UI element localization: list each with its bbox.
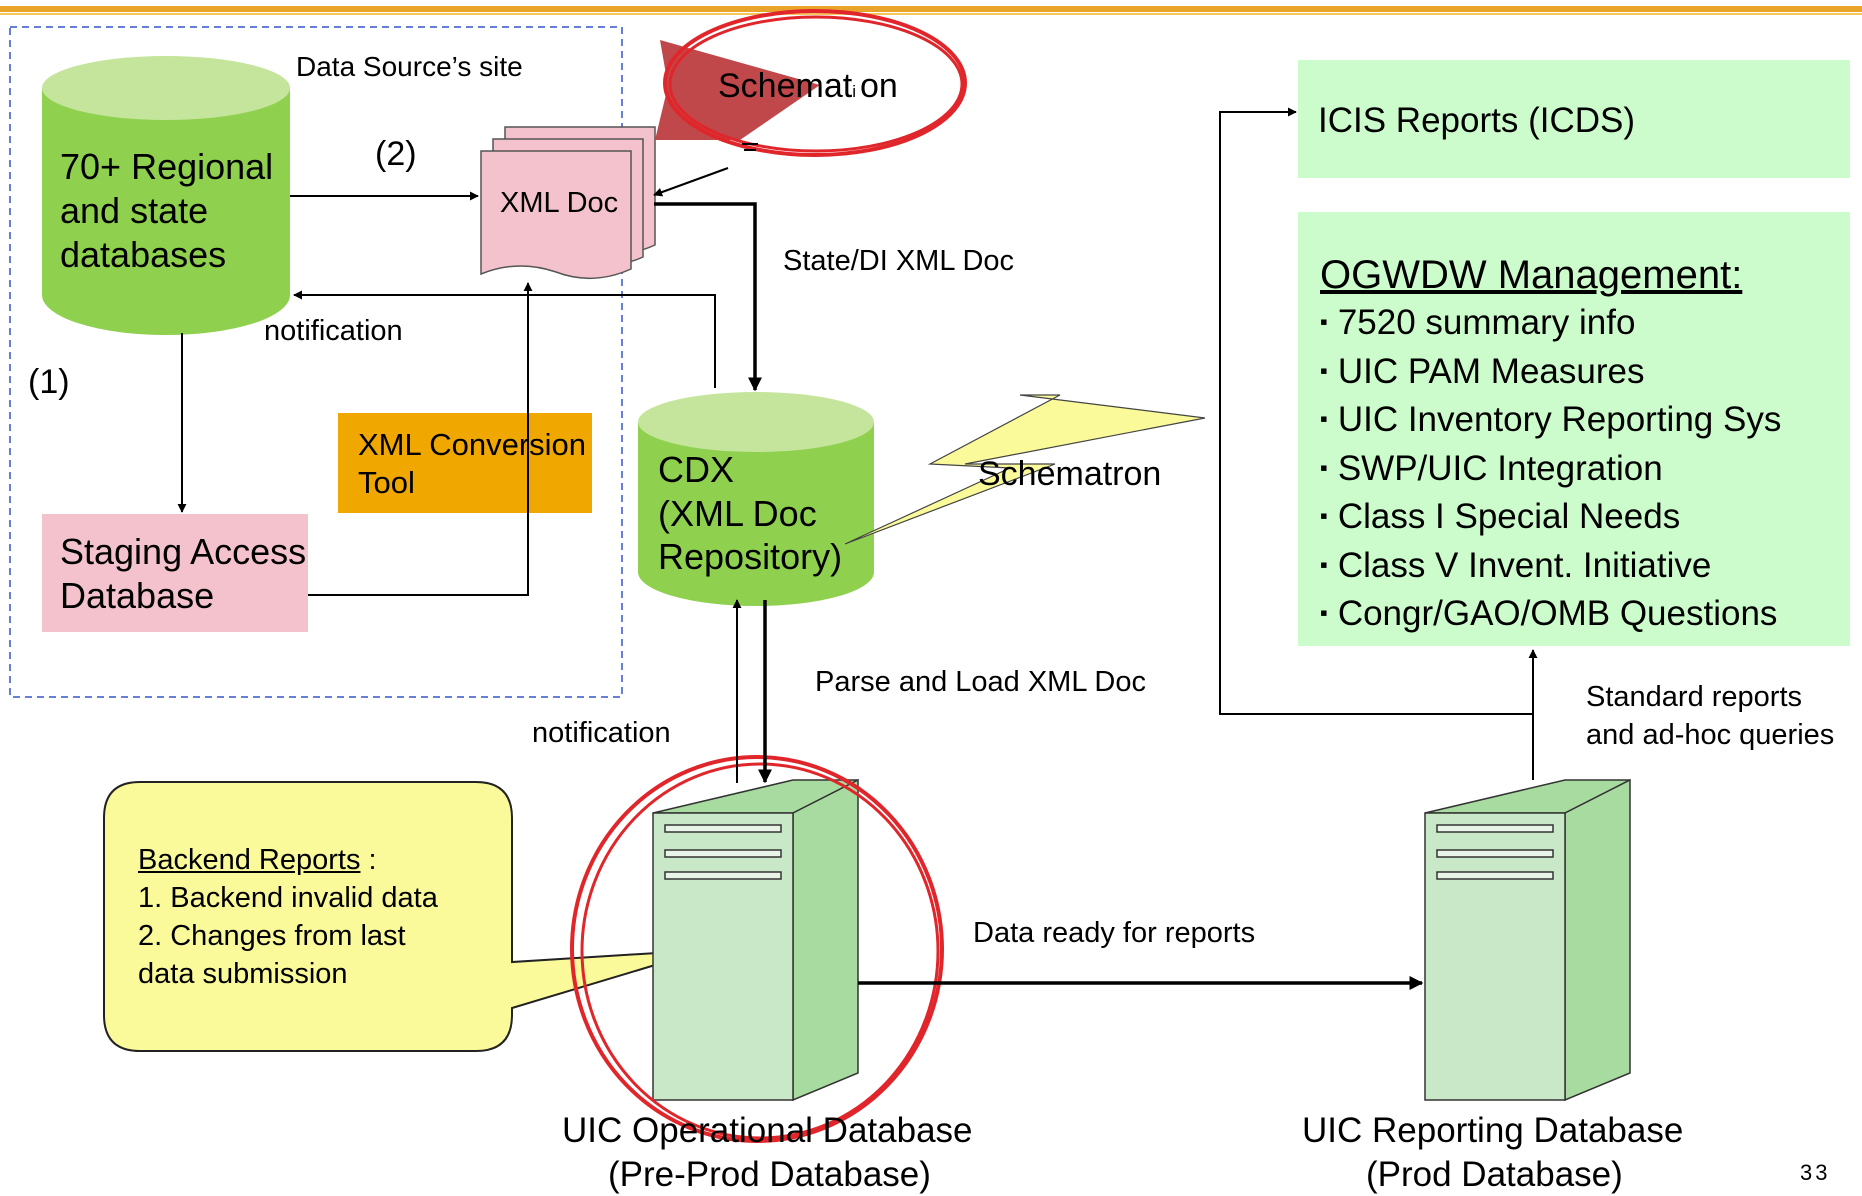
staging-access-db-box [42, 514, 308, 632]
backend-reports-title-text: Backend Reports [138, 844, 361, 876]
operational-db-label-2: (Pre-Prod Database) [608, 1155, 931, 1194]
staging-db-label-2: Database [60, 575, 215, 616]
backend-reports-line-1: 1. Backend invalid data [138, 882, 438, 914]
notification-upper-label: notification [264, 315, 403, 347]
step-2-label: (2) [375, 135, 417, 173]
schematron-highlight-circle-2 [668, 15, 964, 153]
schematron-top-label-right: on [859, 67, 898, 105]
operational-db-highlight-circle [570, 755, 944, 1143]
ogwdw-item: Class I Special Needs [1320, 495, 1781, 544]
ogwdw-title: OGWDW Management: [1320, 253, 1743, 297]
backend-reports-colon: : [360, 844, 377, 876]
schematron-top-label-left: Schemat [718, 67, 853, 105]
arrow-staging-to-xmldoc [308, 282, 533, 596]
cdx-label-3: Repository) [658, 536, 843, 577]
backend-reports-title: Backend Reports : [138, 843, 377, 878]
data-ready-label: Data ready for reports [973, 917, 1256, 949]
schematron-highlight-circle [663, 9, 967, 157]
icis-reports-box [1298, 60, 1850, 178]
parse-load-label: Parse and Load XML Doc [815, 666, 1147, 698]
icis-reports-label: ICIS Reports (ICDS) [1318, 101, 1635, 140]
ogwdw-item: SWP/UIC Integration [1320, 447, 1781, 496]
schematron-top-label-mid: i [852, 82, 856, 101]
ogwdw-item: UIC PAM Measures [1320, 350, 1781, 399]
header-bar-line [0, 13, 1862, 15]
xml-doc-label: XML Doc [500, 187, 619, 219]
ogwdw-list: 7520 summary info UIC PAM Measures UIC I… [1320, 301, 1782, 641]
schematron-diamond [655, 40, 820, 140]
step-1-label: (1) [28, 363, 70, 401]
arrow-xmldoc-to-cdx [654, 202, 762, 392]
xml-conversion-tool-box [338, 413, 592, 513]
header-bar [0, 6, 1862, 12]
state-di-doc-label: State/DI XML Doc [783, 245, 1015, 277]
schematron-bolt-label: Schematron [978, 455, 1162, 493]
reporting-db-label-2: (Prod Database) [1366, 1155, 1623, 1194]
data-source-site-region [9, 26, 623, 698]
operational-db-server [652, 778, 859, 1102]
cdx-label-2: (XML Doc [658, 493, 817, 534]
operational-db-highlight-circle-2 [580, 762, 940, 1140]
regional-db-label-line3: databases [60, 234, 227, 275]
reporting-db-server [1424, 778, 1631, 1102]
arrow-cdx-notification [293, 290, 716, 388]
ogwdw-item: Congr/GAO/OMB Questions [1320, 592, 1781, 641]
backend-reports-line-2: 2. Changes from last [138, 920, 406, 952]
operational-db-label-1: UIC Operational Database [562, 1111, 973, 1150]
page-number: 33 [1800, 1160, 1831, 1185]
data-source-site-title: Data Source’s site [296, 51, 523, 82]
cdx-cylinder [638, 392, 874, 606]
standard-reports-label-1: Standard reports [1586, 681, 1803, 713]
schematron-lightning-bolt [844, 394, 1206, 545]
ogwdw-item: UIC Inventory Reporting Sys [1320, 398, 1782, 447]
connectors [177, 107, 1538, 783]
ogwdw-item: Class V Invent. Initiative [1320, 544, 1781, 593]
backend-reports-line-3: data submission [138, 958, 348, 990]
reporting-db-label-1: UIC Reporting Database [1302, 1111, 1684, 1150]
standard-reports-label-2: and ad-hoc queries [1586, 719, 1835, 751]
ogwdw-item: 7520 summary info [1320, 301, 1781, 350]
arrow-reports-to-icis [1219, 107, 1534, 780]
cdx-label-1: CDX [658, 449, 735, 490]
regional-db-label-line2: and state [60, 190, 209, 231]
staging-db-label-1: Staging Access [60, 531, 307, 572]
arrow-schematron-to-xmldoc [653, 167, 729, 197]
notification-lower-label: notification [532, 717, 671, 749]
regional-databases-cylinder [42, 56, 290, 335]
xml-conversion-tool-label-2: Tool [358, 465, 415, 500]
backend-reports-callout [103, 781, 706, 1052]
xml-doc-stack [480, 126, 656, 280]
regional-db-label-line1: 70+ Regional [60, 146, 274, 187]
xml-conversion-tool-label-1: XML Conversion [358, 427, 587, 462]
bold-connectors [654, 202, 1424, 990]
